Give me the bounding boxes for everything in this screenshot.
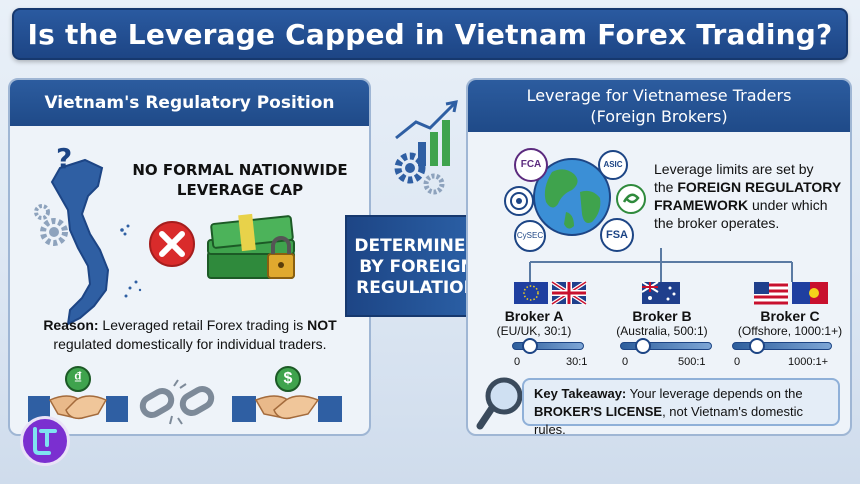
arrow-line1: DETERMINED — [354, 236, 480, 256]
right-header-line2: (Foreign Brokers) — [590, 107, 728, 126]
broker-b-leverage-slider[interactable] — [620, 342, 712, 350]
cysec-badge: CySEC — [514, 220, 546, 252]
globe-icon — [533, 158, 611, 236]
brand-logo — [20, 416, 70, 466]
arrow-line3: REGULATION — [356, 278, 478, 298]
reason-text: Reason: Leveraged retail Forex trading i… — [20, 316, 360, 354]
red-x-icon — [149, 221, 195, 267]
broker-c-min-label: 0 — [734, 356, 741, 368]
arrow-line2: BY FOREIGN — [359, 257, 475, 277]
takeaway-label: Key Takeaway: — [534, 386, 627, 401]
gear-icon — [34, 204, 68, 246]
desc-bold2: FRAMEWORK — [654, 197, 749, 213]
dollar-coin-symbol: $ — [283, 370, 293, 387]
vietnam-regulatory-panel: Vietnam's Regulatory Position ? NO FORMA… — [8, 78, 371, 436]
center-arrow-text: DETERMINED BY FOREIGN REGULATION — [352, 236, 482, 299]
reason-label: Reason: — [43, 317, 99, 333]
right-panel-header: Leverage for Vietnamese Traders (Foreign… — [468, 80, 850, 132]
desc-line-b: the — [654, 179, 678, 195]
takeaway-text-b: , not Vietnam's domestic rules. — [534, 404, 804, 437]
vietnam-map-icon — [50, 158, 142, 326]
leverage-description: Leverage limits are set by the FOREIGN R… — [654, 160, 850, 232]
broker-a-detail: (EU/UK, 30:1) — [496, 324, 572, 338]
broker-b-detail: (Australia, 500:1) — [616, 324, 708, 338]
magnifier-icon — [476, 377, 523, 430]
broker-c-name: Broker C — [760, 308, 820, 324]
regulator-swirl-icon — [616, 184, 646, 214]
eu-uk-flags-icon — [514, 280, 588, 306]
broker-b-slider-thumb[interactable] — [635, 338, 651, 354]
asic-badge: ASIC — [598, 150, 628, 180]
broker-b-name: Broker B — [632, 308, 692, 324]
page-title: Is the Leverage Capped in Vietnam Forex … — [27, 17, 833, 51]
desc-bold1: FOREIGN REGULATORY — [677, 179, 842, 195]
handshake-icon — [28, 366, 128, 422]
broken-chain-icon — [139, 379, 215, 425]
desc-line-a: Leverage limits are set by — [654, 161, 814, 177]
reason-text-b: regulated domestically for individual tr… — [53, 336, 327, 352]
takeaway-text-a: Your leverage depends on the — [626, 386, 803, 401]
left-panel-header: Vietnam's Regulatory Position — [10, 80, 369, 126]
takeaway-bold: BROKER'S LICENSE — [534, 404, 663, 419]
desc-line-c: under which — [748, 197, 828, 213]
broker-b-max-label: 500:1 — [678, 356, 706, 368]
broker-connector-lines — [529, 248, 793, 282]
broker-a-slider-thumb[interactable] — [522, 338, 538, 354]
dong-coin-symbol: ₫ — [73, 370, 83, 387]
foreign-brokers-panel: Leverage for Vietnamese Traders (Foreign… — [466, 78, 852, 436]
australia-flag-icon — [642, 281, 680, 304]
broker-c-max-label: 1000:1+ — [788, 356, 829, 368]
desc-line-d: the broker operates. — [654, 215, 780, 231]
regulator-seal-icon — [504, 186, 534, 216]
handshake-icon-2 — [232, 366, 342, 422]
broker-c-block: Broker C (Offshore, 1000:1+) — [730, 308, 850, 338]
title-banner: Is the Leverage Capped in Vietnam Forex … — [12, 8, 848, 60]
broker-c-detail: (Offshore, 1000:1+) — [737, 324, 843, 338]
growth-chart-icon — [394, 100, 458, 195]
broker-b-block: Broker B (Australia, 500:1) — [608, 308, 716, 338]
question-mark: ? — [56, 142, 73, 175]
broker-a-min-label: 0 — [514, 356, 521, 368]
broker-a-leverage-slider[interactable] — [512, 342, 584, 350]
broker-c-leverage-slider[interactable] — [732, 342, 832, 350]
cash-stack-icon — [207, 213, 295, 279]
fsa-badge: FSA — [600, 218, 634, 252]
broker-a-name: Broker A — [504, 308, 564, 324]
fca-badge: FCA — [514, 148, 548, 182]
broker-b-min-label: 0 — [622, 356, 629, 368]
reason-text-a: Leveraged retail Forex trading is — [98, 317, 308, 333]
brand-logo-icon — [33, 427, 57, 455]
right-header-line1: Leverage for Vietnamese Traders — [526, 86, 792, 105]
key-takeaway-box: Key Takeaway: Your leverage depends on t… — [522, 378, 840, 437]
offshore-flags-icon — [754, 282, 828, 305]
broker-c-slider-thumb[interactable] — [749, 338, 765, 354]
no-cap-line2: LEVERAGE CAP — [176, 181, 304, 199]
broker-a-block: Broker A (EU/UK, 30:1) — [488, 308, 580, 338]
broker-a-max-label: 30:1 — [566, 356, 588, 368]
no-cap-line1: NO FORMAL NATIONWIDE — [132, 161, 348, 179]
reason-not: NOT — [307, 317, 337, 333]
